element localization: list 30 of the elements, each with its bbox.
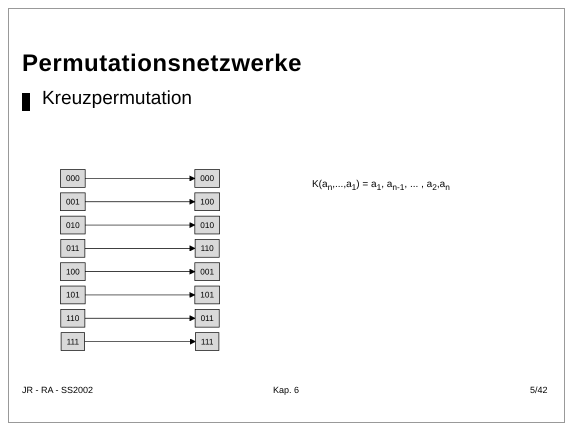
node-box: 100	[60, 262, 86, 281]
arrow	[84, 245, 196, 252]
arrow	[84, 292, 196, 298]
arrow	[84, 222, 196, 228]
node-box: 111	[195, 332, 220, 351]
footer-text: Kap. 6	[273, 385, 300, 395]
formula-text: K(a$_{n}$,...,a$_{1}$) = a$_{1}$, a$_{n-1}$, ... , a$_{2}$,a$_{n}$	[312, 179, 450, 192]
node-box: 110	[60, 309, 86, 328]
node-box: 100	[194, 192, 220, 211]
node-box: 000	[60, 169, 86, 188]
page-number: 5/42	[530, 385, 548, 395]
slide-title: Permutationsnetzwerke	[22, 50, 302, 78]
node-box: 101	[60, 286, 86, 304]
node-box: 010	[60, 216, 86, 234]
arrow	[84, 175, 196, 182]
node-box: 110	[194, 239, 220, 258]
arrow	[84, 338, 196, 345]
node-box: 001	[194, 262, 220, 281]
arrow	[84, 268, 196, 275]
footer-text: JR - RA - SS2002	[22, 385, 94, 395]
node-box: 101	[194, 286, 220, 304]
node-box: 010	[194, 216, 220, 234]
node-box: 000	[194, 169, 220, 188]
bullet-text: Kreuzpermutation	[42, 88, 192, 110]
node-box: 001	[60, 192, 86, 211]
arrow	[84, 198, 196, 205]
node-box: 111	[60, 332, 85, 351]
node-box: 011	[194, 309, 220, 328]
node-box: 011	[60, 239, 86, 258]
arrow	[84, 315, 196, 322]
